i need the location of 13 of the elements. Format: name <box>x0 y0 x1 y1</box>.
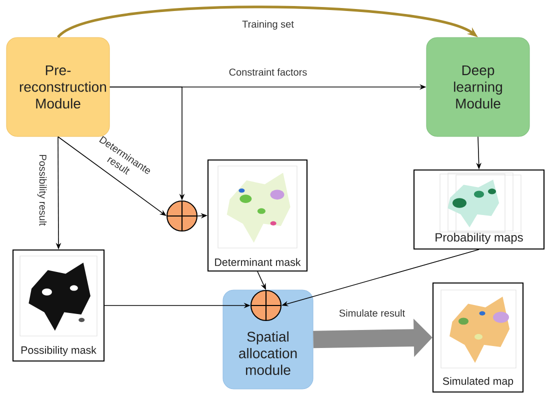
module-box: Deep learning Module <box>426 37 530 137</box>
edge-label: Training set <box>242 20 294 30</box>
sum-symbol <box>250 290 282 322</box>
map-panel: Possibility mask <box>12 249 105 362</box>
sum-symbol <box>166 200 198 232</box>
map-panel: Determinant mask <box>207 159 308 272</box>
map-panel: Simulated map <box>432 282 524 393</box>
edge-label: Possibility result <box>37 154 47 226</box>
edge-label: Simulate result <box>339 309 405 317</box>
module-box: Spatial allocation module <box>222 290 314 390</box>
edge-label: Constraint factors <box>229 68 307 76</box>
map-panel: Probability maps <box>413 169 545 250</box>
module-box: Pre-reconstruction Module <box>6 37 110 137</box>
